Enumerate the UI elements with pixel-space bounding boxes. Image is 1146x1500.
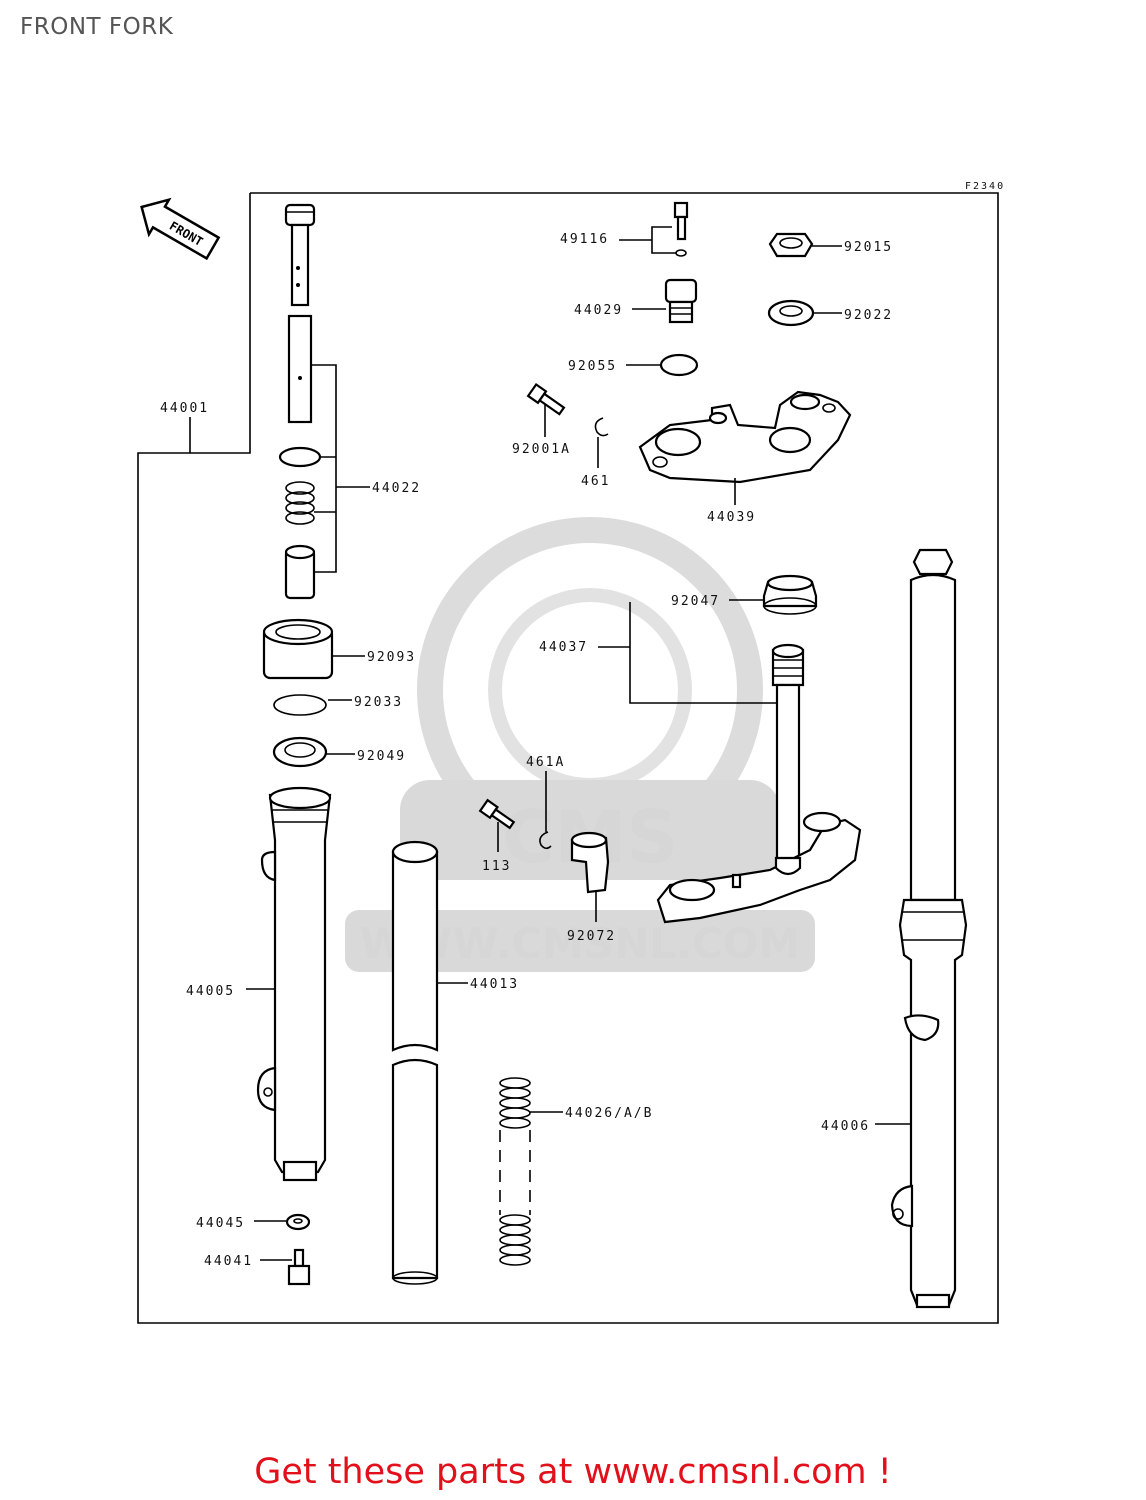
label-92093: 92093 [367, 650, 416, 665]
damper-rod [284, 203, 316, 424]
label-92047: 92047 [671, 594, 720, 609]
clamp-bolt-upper [526, 382, 566, 416]
oil-seal [272, 736, 328, 768]
piston-ring-sleeve [284, 544, 316, 600]
label-461a: 461A [526, 755, 565, 770]
bearing-seal [762, 574, 818, 615]
label-92055: 92055 [568, 359, 617, 374]
steering-stem [656, 643, 862, 924]
fork-spring [499, 1077, 531, 1266]
label-44022: 44022 [372, 481, 421, 496]
label-44026: 44026/A/B [565, 1106, 653, 1121]
outer-tube-left [256, 786, 332, 1182]
dust-seal [262, 618, 334, 680]
label-44037: 44037 [539, 640, 588, 655]
rebound-spring [285, 481, 315, 525]
allen-bolt [287, 1248, 311, 1286]
label-44029: 44029 [574, 303, 623, 318]
inner-tube [391, 840, 439, 1285]
footer-link-text[interactable]: Get these parts at www.cmsnl.com ! [254, 1452, 892, 1492]
o-ring [659, 353, 699, 377]
retaining-ring [273, 694, 327, 716]
circlip [278, 446, 322, 468]
stem-washer [767, 299, 815, 327]
label-92015: 92015 [844, 240, 893, 255]
stem-nut [768, 232, 814, 258]
label-92022: 92022 [844, 308, 893, 323]
front-direction-arrow: FRONT [140, 197, 221, 261]
clip-461a [539, 831, 552, 850]
clip-461 [594, 417, 609, 437]
label-113: 113 [482, 859, 511, 874]
upper-bracket [638, 390, 852, 484]
reference-code: F2340 [965, 181, 1005, 192]
label-44006: 44006 [821, 1119, 870, 1134]
label-49116: 49116 [560, 232, 609, 247]
clamp-bolt-lower [478, 798, 516, 830]
washer [285, 1213, 311, 1231]
label-92033: 92033 [354, 695, 403, 710]
cable-guide-clamp [570, 831, 610, 894]
label-461: 461 [581, 474, 610, 489]
label-44039: 44039 [707, 510, 756, 525]
label-92001a: 92001A [512, 442, 571, 457]
fork-assembly-right [890, 548, 968, 1309]
page-title: FRONT FORK [20, 14, 174, 40]
label-92049: 92049 [357, 749, 406, 764]
air-valve [673, 201, 689, 257]
diagram-border [137, 192, 999, 1324]
label-44005: 44005 [186, 984, 235, 999]
label-44001: 44001 [160, 401, 209, 416]
label-92072: 92072 [567, 929, 616, 944]
label-44041: 44041 [204, 1254, 253, 1269]
top-plug [664, 278, 698, 324]
label-44013: 44013 [470, 977, 519, 992]
label-44045: 44045 [196, 1216, 245, 1231]
